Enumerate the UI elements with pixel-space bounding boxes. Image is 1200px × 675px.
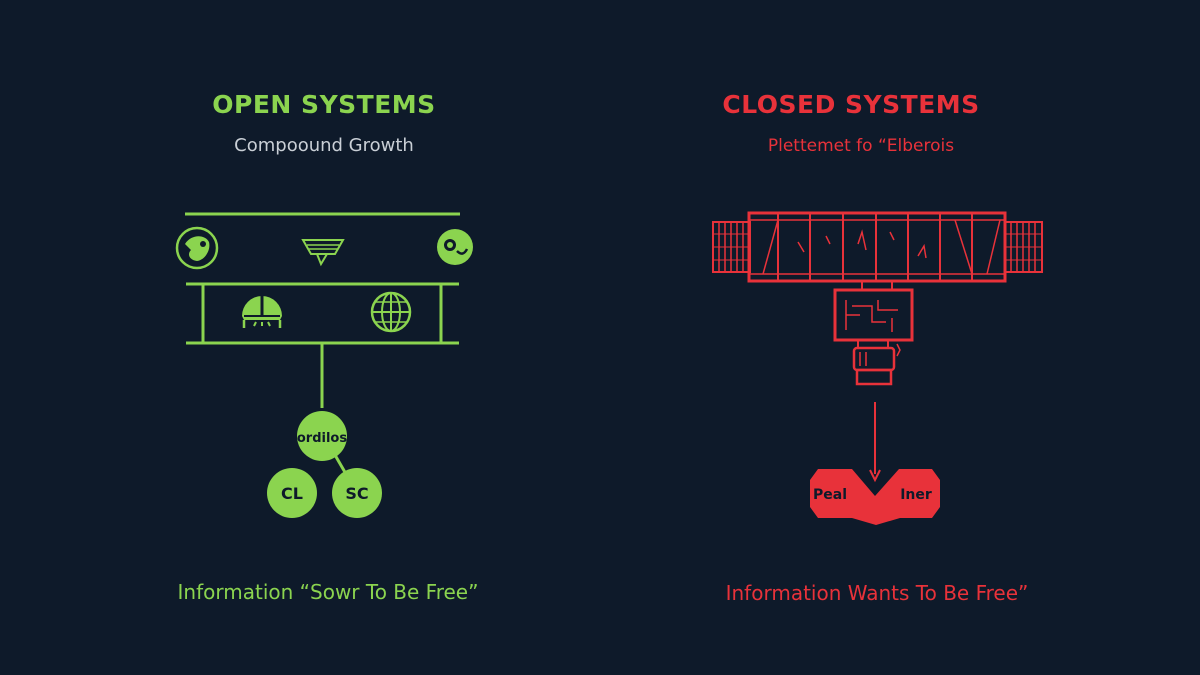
open-node-top-label: ordilos [297, 431, 347, 446]
open-node-top [297, 411, 347, 461]
closed-node-right-label: Iner [900, 487, 932, 503]
closed-systems-caption: Information Wants To Be Free” [725, 581, 1029, 605]
open-systems-title: OPEN SYSTEMS [212, 90, 436, 119]
mask-icon [437, 229, 473, 265]
closed-systems-title: CLOSED SYSTEMS [722, 90, 980, 119]
open-node-right [332, 468, 382, 518]
open-connector-diagonal [333, 454, 348, 475]
open-node-left [267, 468, 317, 518]
closed-output-shape [810, 469, 940, 525]
closed-left-grille [712, 221, 751, 273]
open-system-diagram [175, 212, 473, 518]
closed-arrow-head [869, 469, 881, 483]
ship-icon [301, 239, 345, 267]
helmet-icon [242, 296, 282, 328]
open-node-left-label: CL [281, 484, 303, 503]
open-systems-subtitle: Compoound Growth [234, 135, 414, 156]
closed-main-chamber [747, 211, 1007, 283]
face-icon [175, 226, 219, 270]
open-node-right-label: SC [345, 484, 368, 503]
closed-node-left-label: Peal [813, 487, 847, 503]
open-systems-caption: Information “Sowr To Be Free” [177, 580, 479, 604]
closed-right-grille [1004, 221, 1043, 273]
closed-systems-subtitle: Plettemet fo “Elberois [767, 136, 955, 156]
closed-system-diagram [712, 211, 1043, 525]
globe-icon [370, 291, 412, 333]
closed-control-box [833, 281, 914, 386]
